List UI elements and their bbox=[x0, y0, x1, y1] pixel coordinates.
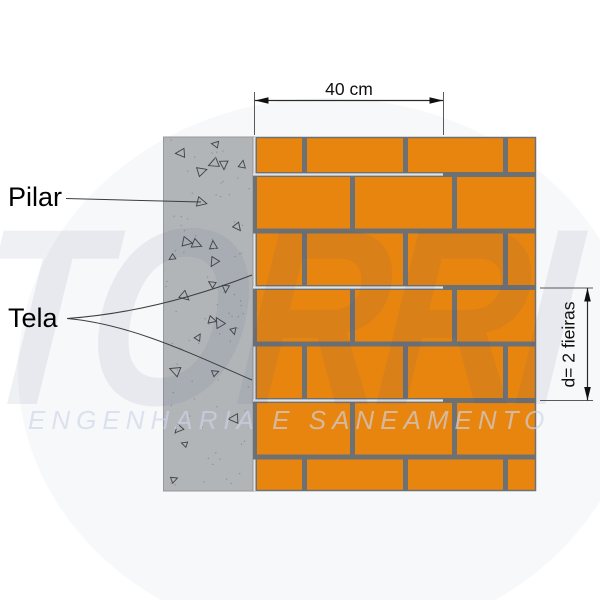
brick bbox=[307, 459, 403, 491]
brick bbox=[408, 346, 503, 398]
aggregate-texture bbox=[165, 139, 250, 486]
brick bbox=[257, 177, 350, 229]
brick bbox=[355, 290, 452, 342]
concrete-pillar bbox=[163, 136, 254, 492]
brick bbox=[307, 137, 403, 172]
brick bbox=[355, 177, 452, 229]
brick bbox=[257, 233, 302, 285]
brick bbox=[457, 290, 536, 342]
brick bbox=[307, 233, 403, 285]
brick bbox=[257, 459, 302, 491]
brick bbox=[257, 346, 302, 398]
bricks bbox=[257, 137, 536, 491]
brick bbox=[457, 403, 536, 455]
brick bbox=[355, 403, 452, 455]
brick bbox=[257, 290, 350, 342]
wall-outline bbox=[252, 136, 537, 492]
mesh-label: Tela bbox=[8, 303, 58, 333]
brick bbox=[408, 137, 503, 172]
mesh-lines bbox=[253, 137, 443, 491]
brick bbox=[257, 403, 350, 455]
brick bbox=[257, 137, 302, 172]
leader-lines bbox=[65, 198, 253, 381]
dimension-right: d= 2 fieiras bbox=[540, 287, 593, 401]
mesh-leader-line-lower bbox=[66, 318, 253, 381]
brick bbox=[508, 346, 536, 398]
brick-wall bbox=[252, 136, 537, 492]
brick bbox=[508, 137, 536, 172]
brick bbox=[457, 177, 536, 229]
brick bbox=[508, 459, 536, 491]
arrow-right-icon bbox=[429, 97, 443, 104]
pillar-label: Pilar bbox=[8, 182, 63, 212]
arrow-down-icon bbox=[584, 387, 591, 401]
arrow-left-icon bbox=[255, 97, 269, 104]
dimension-top: 40 cm bbox=[254, 79, 444, 135]
dimension-top-label: 40 cm bbox=[325, 79, 373, 99]
brick bbox=[307, 346, 403, 398]
brick bbox=[508, 233, 536, 285]
brick bbox=[408, 233, 503, 285]
arrow-up-icon bbox=[584, 288, 591, 302]
mesh-leader-line-upper bbox=[66, 274, 253, 319]
brick bbox=[408, 459, 503, 491]
dimension-right-label: d= 2 fieiras bbox=[559, 301, 579, 387]
pillar-leader-line bbox=[65, 198, 202, 203]
